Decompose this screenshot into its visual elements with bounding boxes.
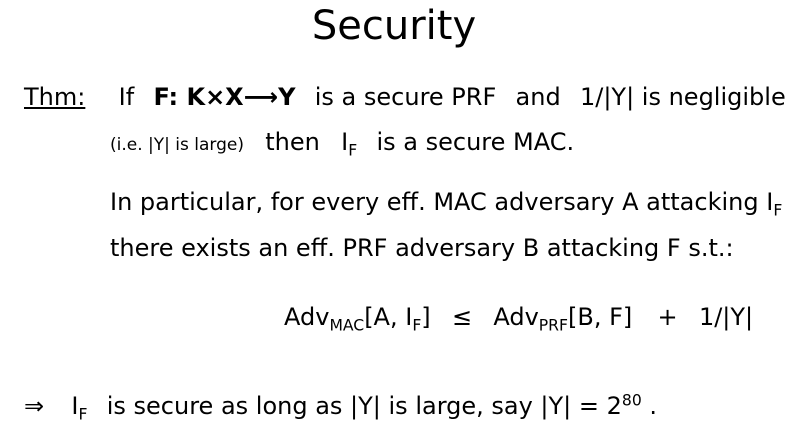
prf-definition: F: K×X⟶Y (153, 83, 296, 111)
adv-mac-args: [A, I (364, 303, 413, 331)
if-word: If (118, 83, 135, 111)
mac-base: I (341, 128, 349, 156)
advantage-formula: AdvMAC[A, IF] ≤ AdvPRF[B, F] + 1/|Y| (284, 302, 754, 335)
leq-symbol: ≤ (451, 303, 473, 331)
adv-prf: Adv (493, 303, 539, 331)
adv-mac: Adv (284, 303, 330, 331)
conclusion-text: is secure as long as |Y| is large, say |… (106, 392, 622, 420)
negligible-clause: 1/|Y| is negligible (579, 83, 786, 111)
adv-mac-subscript: MAC (329, 316, 365, 335)
adv-prf-subscript: PRF (538, 316, 568, 335)
exists-text: there exists an eff. PRF adversary B att… (110, 234, 734, 262)
is-secure-prf: is a secure PRF (314, 83, 497, 111)
plus-symbol: + (657, 303, 678, 331)
adv-prf-args: [B, F] (568, 303, 633, 331)
conclusion-period: . (649, 392, 658, 420)
is-secure-mac: is a secure MAC. (376, 128, 575, 156)
particular-line-2: there exists an eff. PRF adversary B att… (110, 233, 734, 263)
conclusion-mac-base: I (71, 392, 79, 420)
theorem-line-1: Thm: If F: K×X⟶Y is a secure PRF and 1/|… (24, 82, 786, 112)
particular-subscript: F (773, 201, 783, 220)
slide-title: Security (311, 3, 477, 49)
inverse-y: 1/|Y| (698, 303, 754, 331)
ie-note: (i.e. |Y| is large) (110, 135, 244, 155)
mac-subscript: F (348, 141, 358, 160)
particular-text: In particular, for every eff. MAC advers… (110, 188, 774, 216)
conclusion-mac-symbol: IF (71, 392, 88, 424)
conclusion-line: ⇒ IF is secure as long as |Y| is large, … (24, 391, 658, 424)
conclusion-exponent: 80 (621, 391, 642, 410)
theorem-line-2: (i.e. |Y| is large) then IF is a secure … (110, 127, 574, 160)
adv-mac-args-subscript: F (412, 316, 422, 335)
then-word: then (265, 128, 320, 156)
particular-line-1: In particular, for every eff. MAC advers… (110, 187, 783, 220)
implies-arrow-icon: ⇒ (24, 392, 45, 420)
and-word: and (515, 83, 561, 111)
conclusion-mac-subscript: F (78, 405, 88, 424)
mac-symbol: IF (341, 128, 358, 160)
adv-mac-close: ] (421, 303, 431, 331)
theorem-label: Thm: (24, 83, 86, 111)
